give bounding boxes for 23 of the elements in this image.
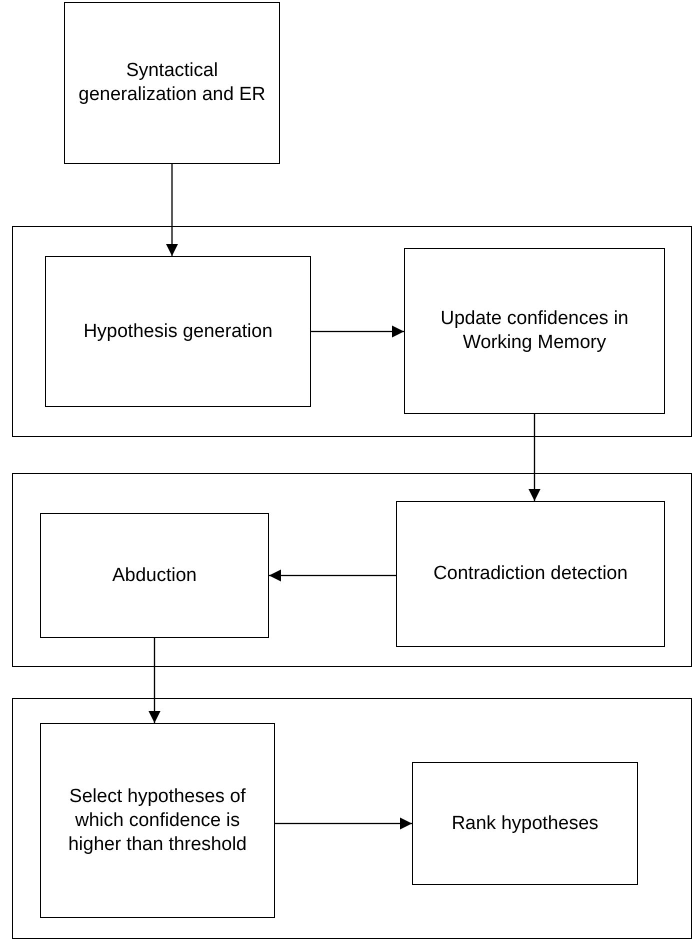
box-label: Contradiction detection [432, 562, 629, 586]
process-box [396, 501, 665, 647]
arrow [528, 414, 540, 501]
box-label: Update confidences in Working Memory [439, 307, 630, 355]
process-box [40, 513, 269, 638]
arrow [269, 570, 396, 582]
box-label: Select hypotheses of which confidence is higher than threshold [67, 784, 248, 856]
process-box [64, 2, 280, 164]
box-label: Abduction [112, 564, 197, 588]
arrow [148, 638, 160, 723]
process-box [404, 248, 665, 414]
box-label: Syntactical generalization and ER [78, 59, 266, 107]
group-frame [12, 226, 692, 437]
process-box [45, 256, 311, 407]
process-box [40, 723, 275, 918]
arrow [311, 326, 404, 338]
box-label: Hypothesis generation [83, 320, 273, 344]
process-box [412, 762, 638, 885]
box-label: Rank hypotheses [452, 812, 598, 836]
arrow [275, 818, 412, 830]
group-frame [12, 473, 692, 667]
arrow [166, 164, 178, 256]
group-frame [12, 698, 692, 939]
